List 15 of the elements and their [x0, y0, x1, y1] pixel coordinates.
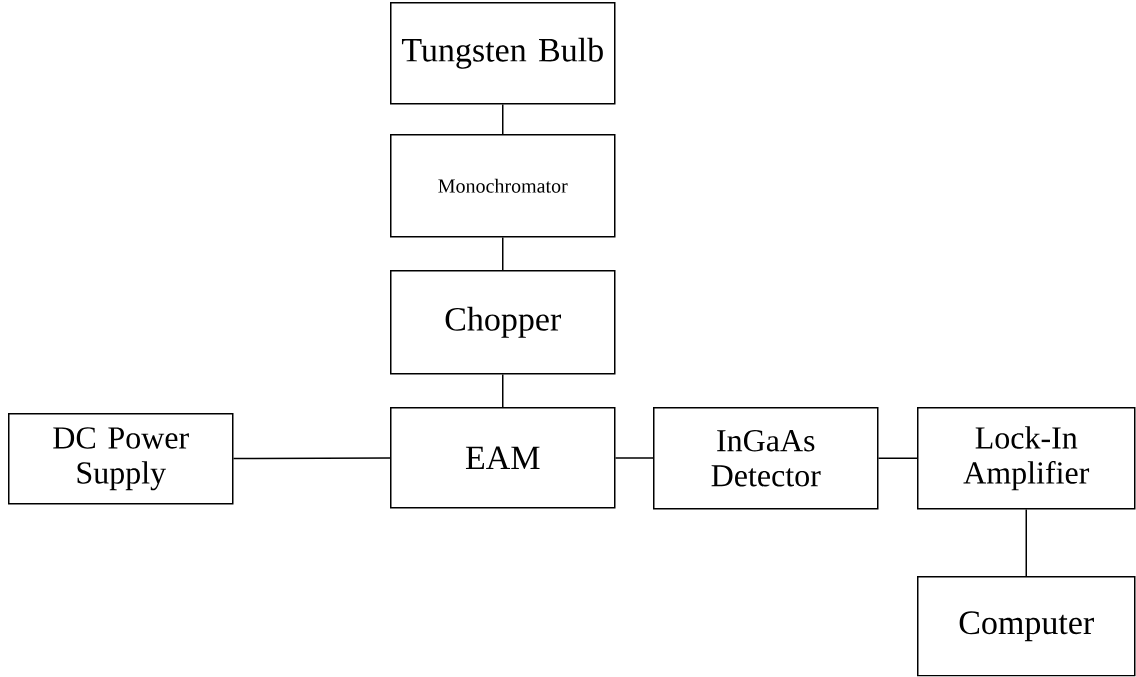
connector-line: [502, 373, 504, 408]
process-box: EAM: [390, 407, 616, 509]
connector-line: [502, 103, 504, 135]
connector-line: [614, 457, 654, 459]
process-box: Chopper: [390, 270, 616, 375]
process-box: DC Power Supply: [8, 413, 234, 505]
process-box: Lock-In Amplifier: [917, 407, 1136, 510]
process-box: Tungsten Bulb: [390, 2, 616, 105]
connector-line: [877, 457, 918, 459]
connector-line: [502, 236, 504, 271]
connector-line: [232, 457, 391, 460]
process-box: Monochromator: [390, 134, 616, 238]
process-box: Computer: [917, 576, 1136, 677]
process-box: InGaAs Detector: [653, 407, 879, 510]
connector-line: [1025, 508, 1027, 577]
